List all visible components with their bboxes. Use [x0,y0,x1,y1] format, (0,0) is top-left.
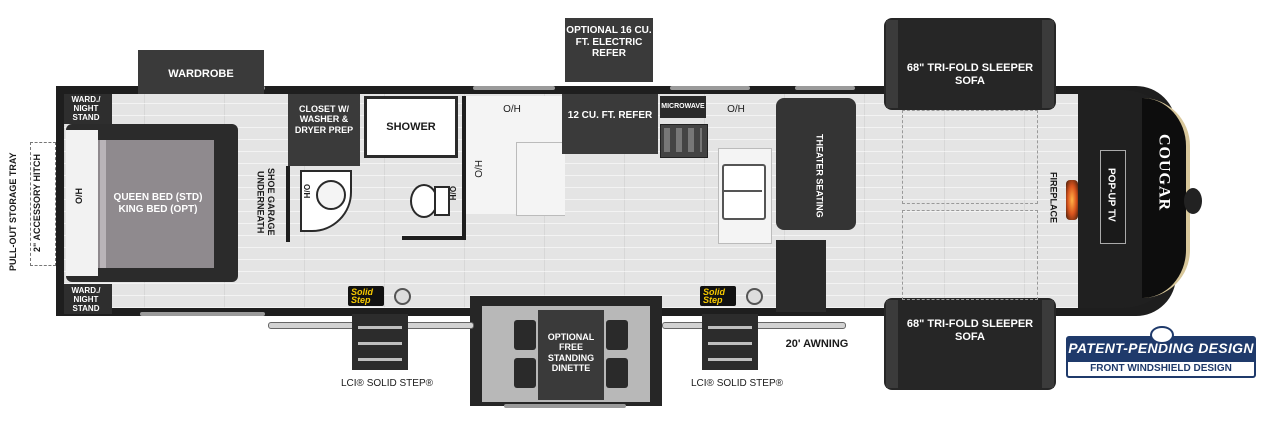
sofa-bottom-label: 68" TRI-FOLD SLEEPER SOFA [906,318,1034,343]
sofa-bottom-fold-outline [902,210,1038,300]
front-hitch-pin [1184,188,1202,214]
closet-label: CLOSET W/ WASHER & DRYER PREP [294,104,354,135]
bath-wall-right [462,96,466,240]
lci-logo-icon-right [746,288,763,305]
sofa-top-slide [884,18,1056,110]
dinette-table [538,310,604,400]
optional-refer [565,18,653,82]
night-stand-bottom-label: WARD./ NIGHT STAND [71,286,101,314]
popup-tv-label: POP-UP TV [1105,168,1117,222]
popup-tv [1100,150,1126,244]
sofa-top-arm-right [1042,20,1054,108]
solid-step-right-label: LCI® SOLID STEP® [691,378,783,389]
dinette-chair-3 [606,320,628,350]
night-stand-top [64,94,112,124]
brand-r-icon [1150,326,1174,344]
slide-out-top-mid2 [670,86,750,90]
slide-out-top-mid [473,86,555,90]
microwave [660,96,706,118]
galley-counter-edge [516,142,565,216]
solid-step-left-label: LCI® SOLID STEP® [341,378,433,389]
sofa-bottom-arm-left [886,300,898,388]
theater-seating-label: THEATER SEATING [814,134,825,218]
refer-12-label: 12 CU. FT. REFER [567,110,653,121]
oh-top-left-label: O/H [503,104,521,115]
bed-mattress [98,140,214,268]
night-stand-top-label: WARD./ NIGHT STAND [71,95,101,123]
bed-oh-label: O/H [74,188,84,205]
shoe-garage-label: SHOE GARAGE UNDERNEATH [255,168,276,236]
sofa-top-arm-left [886,20,898,108]
kitchen-sink-divider [722,190,762,192]
patent-badge-subtitle: FRONT WINDSHIELD DESIGN [1090,363,1232,374]
bed-headboard [66,130,98,276]
entry-door [776,240,826,312]
patent-badge-bottom [1066,360,1256,378]
refer-12 [562,94,658,154]
hitch-tray-outline [30,142,56,266]
awning-label: 20' AWNING [785,338,849,350]
solid-step-badge-right: Solid Step [700,286,736,306]
bed-pillow-line [100,140,106,268]
toilet-tank [434,186,450,216]
oh-side-label: O/H [474,160,485,178]
wardrobe [138,50,264,94]
solid-step-badge-left: Solid Step [348,286,384,306]
bath-sink-oh-label: O/H [302,184,312,199]
patent-badge: PATENT-PENDING DESIGN FRONT WINDSHIELD D… [1066,326,1256,380]
bath-wall-left [286,166,290,242]
solid-step-right [702,314,758,370]
dinette-chair-1 [514,320,536,350]
bath-wall-bottom [402,236,466,240]
night-stand-bottom [64,284,112,314]
patent-badge-title: PATENT-PENDING DESIGN [1068,340,1254,356]
sofa-bottom-arm-right [1042,300,1054,388]
lci-logo-icon-left [394,288,411,305]
dinette-chair-4 [606,358,628,388]
shower-label: SHOWER [386,121,436,133]
oh-top-right-label: O/H [727,104,745,115]
microwave-label: MICROWAVE [661,103,705,110]
storage-tray-label: PULL-OUT STORAGE TRAY [8,152,18,272]
optional-refer-label: OPTIONAL 16 CU. FT. ELECTRIC REFER [566,25,652,59]
theater-seating [776,98,856,230]
kitchen-sink [722,164,766,220]
closet [288,94,360,166]
dinette-slide-bottom-line [504,404,626,408]
sofa-top-label: 68" TRI-FOLD SLEEPER SOFA [906,62,1034,87]
toilet-oh-label: O/H [448,186,458,201]
bed-label: QUEEN BED (STD) KING BED (OPT) [113,192,203,215]
slide-out-top-right [795,86,855,90]
bath-sink-basin [316,180,346,210]
solid-step-left [352,314,408,370]
fireplace-flame [1066,180,1078,220]
cougar-logo-label: COUGAR [1155,134,1173,212]
sofa-top-fold-outline [902,110,1038,204]
fireplace-label: FIREPLACE [1048,172,1059,224]
shower [364,96,458,158]
wardrobe-label: WARDROBE [168,68,234,80]
sofa-bottom-slide [884,298,1056,390]
dinette-label: OPTIONAL FREE STANDING DINETTE [547,332,595,374]
slide-out-bottom-left [140,312,265,316]
range-burners [664,128,702,152]
dinette-chair-2 [514,358,536,388]
